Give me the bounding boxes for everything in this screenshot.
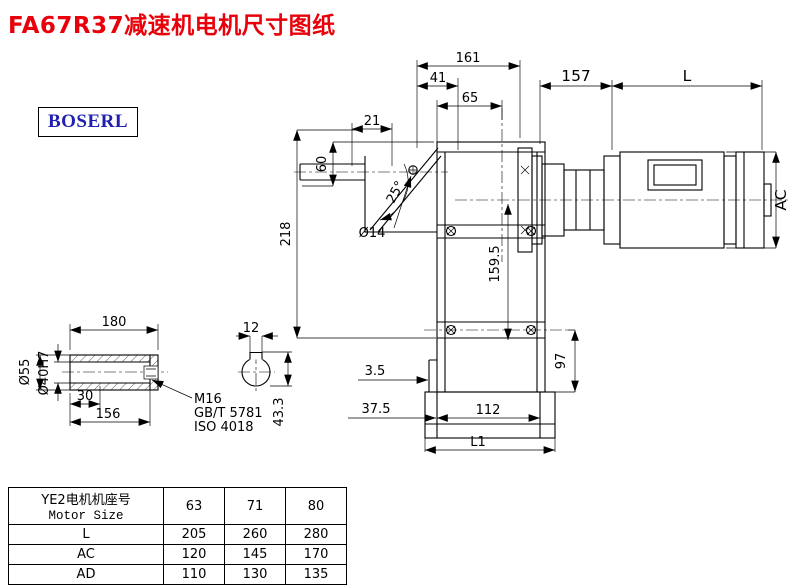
table-cell: 120 <box>163 544 225 565</box>
table-header-size-71: 71 <box>224 487 286 525</box>
technical-drawing: 161 41 65 21 60 218 Ø14 25° 157 L AC 159… <box>18 51 790 454</box>
centerlines <box>62 108 788 392</box>
shaft-bushing-detail <box>69 354 159 391</box>
table-cell: 110 <box>163 564 225 585</box>
dimension-lines <box>36 62 780 454</box>
terminal-box <box>647 159 703 191</box>
dim-dia55-label: Ø55 <box>18 359 33 386</box>
table-header-size-80: 80 <box>285 487 347 525</box>
table-cell: 135 <box>285 564 347 585</box>
table-row-AD: AD 110 130 135 <box>8 564 347 585</box>
table-header-motor-size: YE2电机机座号 Motor Size <box>8 487 164 525</box>
dim-angle-label: 25° <box>384 179 408 206</box>
dim-12-label: 12 <box>243 321 260 336</box>
bolt-hole <box>445 225 457 237</box>
dim-41-label: 41 <box>430 71 447 86</box>
dim-218-label: 218 <box>279 222 294 247</box>
table-row-AC: AC 120 145 170 <box>8 544 347 565</box>
brand-logo: BOSERL <box>38 107 138 137</box>
flange-hole-dia14 <box>408 165 418 175</box>
dim-112-label: 112 <box>476 403 501 418</box>
extension-lines <box>36 60 776 452</box>
m16-leader <box>151 379 193 399</box>
motor-assembly <box>517 147 772 253</box>
dim-97-label: 97 <box>554 353 569 370</box>
bolt-hole <box>525 225 537 237</box>
motor-size-table: YE2电机机座号 Motor Size 63 71 80 L 205 260 2… <box>8 487 347 585</box>
dim-60-label: 60 <box>315 156 330 173</box>
row-label-AC: AC <box>8 544 164 565</box>
gearbox-housing <box>299 141 556 439</box>
row-label-L: L <box>8 524 164 545</box>
table-header-row: YE2电机机座号 Motor Size 63 71 80 <box>8 487 347 525</box>
dim-43-3-label: 43.3 <box>272 398 287 427</box>
table-cell: 260 <box>224 524 286 545</box>
dim-hole-label: Ø14 <box>359 226 386 241</box>
bolt-hole <box>445 324 457 336</box>
dim-L-label: L <box>683 67 692 85</box>
dim-3-5-label: 3.5 <box>365 364 386 379</box>
table-cell: 170 <box>285 544 347 565</box>
angle-arc <box>379 163 409 221</box>
dim-157-label: 157 <box>561 67 591 85</box>
dimension-labels: 161 41 65 21 60 218 Ø14 25° 157 L AC 159… <box>18 51 790 450</box>
dim-dia40-label: Ø40H7 <box>37 351 52 396</box>
table-cell: 145 <box>224 544 286 565</box>
page-title: FA67R37减速机电机尺寸图纸 <box>8 13 336 39</box>
brand-logo-text: BOSERL <box>47 111 129 132</box>
note-iso: ISO 4018 <box>194 420 254 435</box>
table-header-size-63: 63 <box>163 487 225 525</box>
bolt-hole <box>525 324 537 336</box>
table-cell: 205 <box>163 524 225 545</box>
table-cell: 130 <box>224 564 286 585</box>
note-gbt: GB/T 5781 <box>194 406 263 421</box>
m16-tapped-hole <box>143 365 159 380</box>
header-en: Motor Size <box>48 509 124 523</box>
dim-65-label: 65 <box>462 91 479 106</box>
header-cn: YE2电机机座号 <box>41 493 131 508</box>
dim-30-label: 30 <box>77 389 94 404</box>
dim-156-label: 156 <box>96 407 121 422</box>
note-m16: M16 <box>194 392 222 407</box>
row-label-AD: AD <box>8 564 164 585</box>
table-cell: 280 <box>285 524 347 545</box>
dim-L1-label: L1 <box>470 435 486 450</box>
dim-37-5-label: 37.5 <box>362 402 391 417</box>
dim-161-label: 161 <box>456 51 481 66</box>
dim-159-5-label: 159.5 <box>488 245 503 282</box>
dim-180-label: 180 <box>102 315 127 330</box>
dim-21-label: 21 <box>364 114 381 129</box>
dim-AC-label: AC <box>772 189 790 210</box>
table-row-L: L 205 260 280 <box>8 524 347 545</box>
